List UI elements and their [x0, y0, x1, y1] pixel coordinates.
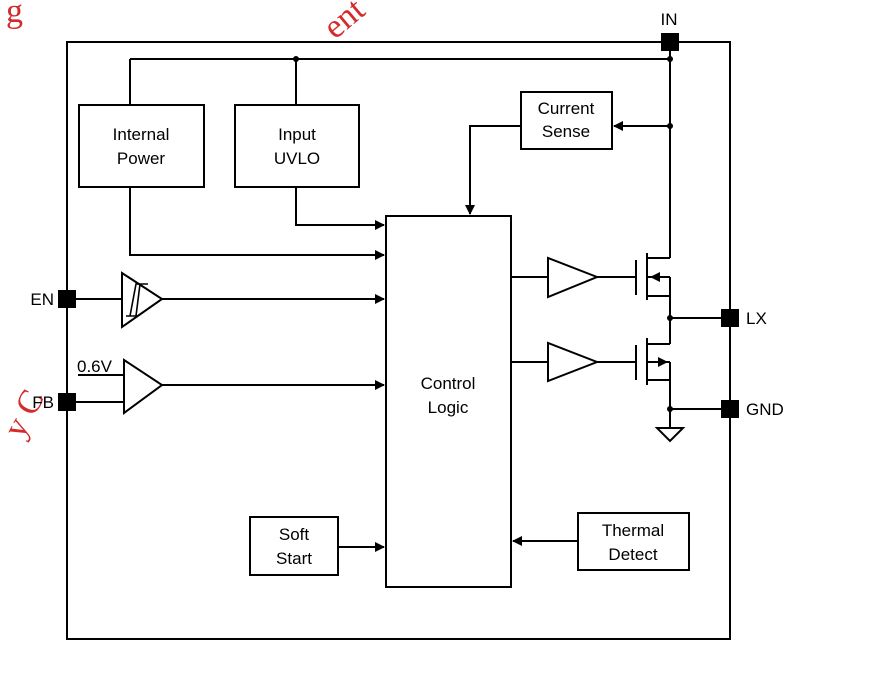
internal-power-block: Internal Power	[78, 104, 205, 188]
high-side-mosfet	[635, 253, 671, 320]
soft-start-block: Soft Start	[249, 516, 339, 576]
gnd-junction	[667, 406, 673, 412]
rail-junction	[667, 56, 673, 62]
high-side-body-arrow	[650, 272, 660, 282]
current-sense-block: Current Sense	[520, 91, 613, 150]
current-sense-label-1: Current	[538, 99, 595, 118]
low-side-body-arrow	[658, 357, 668, 367]
low-side-driver	[547, 341, 600, 383]
lx-junction	[667, 315, 673, 321]
pin-in-label: IN	[661, 10, 678, 29]
watermark-corner: g	[6, 0, 23, 30]
low-side-mosfet	[635, 320, 671, 428]
input-uvlo-label-2: UVLO	[274, 149, 320, 168]
pin-fb	[58, 393, 76, 411]
pin-lx-label: LX	[746, 309, 767, 328]
en-schmitt-buffer	[121, 271, 164, 329]
pin-lx	[721, 309, 739, 327]
reference-voltage-label: 0.6V	[77, 357, 113, 376]
control-logic-block: Control Logic	[385, 215, 512, 588]
thermal-detect-block: Thermal Detect	[577, 512, 690, 571]
soft-start-label-2: Start	[276, 549, 312, 568]
pin-gnd	[721, 400, 739, 418]
pin-in	[661, 33, 679, 51]
pin-en	[58, 290, 76, 308]
high-side-driver	[547, 256, 600, 299]
hysteresis-icon	[126, 283, 148, 317]
current-sense-label-2: Sense	[542, 122, 590, 141]
watermark-top: ent	[316, 0, 372, 46]
soft-start-label-1: Soft	[279, 525, 310, 544]
error-comparator	[123, 358, 164, 415]
supply-rail	[129, 42, 671, 258]
input-uvlo-label-1: Input	[278, 125, 316, 144]
chip-outline	[66, 41, 731, 640]
input-uvlo-block: Input UVLO	[234, 104, 360, 188]
sense-to-logic-wire	[465, 125, 521, 215]
thermal-detect-label-1: Thermal	[602, 521, 664, 540]
power-to-logic-wire	[129, 187, 385, 260]
pin-en-label: EN	[30, 290, 54, 309]
pin-fb-label: FB	[32, 393, 54, 412]
control-logic-label-2: Logic	[428, 398, 469, 417]
thermal-detect-label-2: Detect	[608, 545, 657, 564]
uvlo-to-logic-wire	[295, 187, 385, 230]
internal-power-label-2: Power	[117, 149, 166, 168]
rail-junction	[293, 56, 299, 62]
ground-icon	[654, 427, 686, 443]
pin-gnd-label: GND	[746, 400, 784, 419]
control-logic-label-1: Control	[421, 374, 476, 393]
internal-power-label-1: Internal	[113, 125, 170, 144]
